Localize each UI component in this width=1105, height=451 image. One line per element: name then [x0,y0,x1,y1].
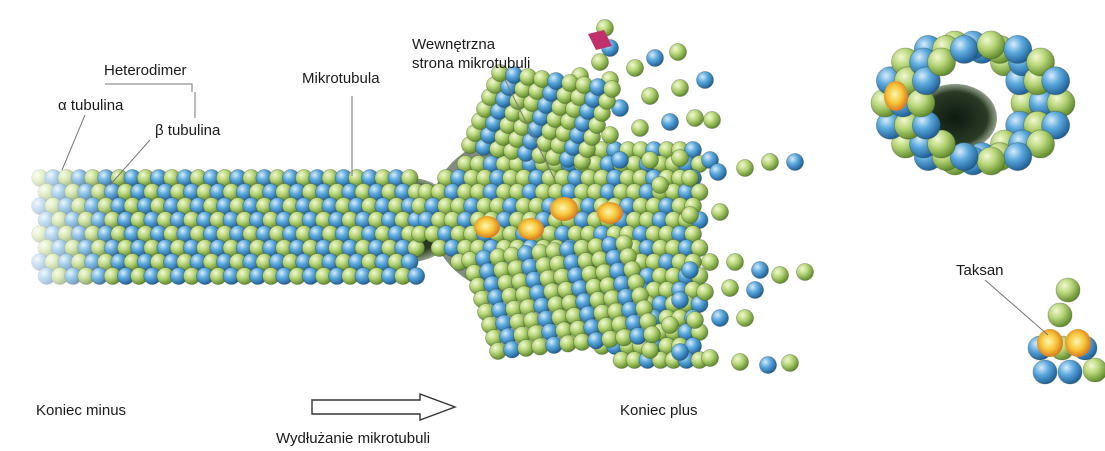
beta-tubulin-subunit [672,344,689,361]
elongation-label: Wydłużanie mikrotubuli [276,430,430,448]
plus-end-label: Koniec plus [620,402,698,420]
alpha-tubulin-subunit [702,254,719,271]
alpha-tubulin-subunit [732,354,749,371]
alpha-tubulin-subunit [672,80,689,97]
alpha-tubulin-subunit [627,60,644,77]
alpha-tubulin-subunit [722,280,739,297]
alpha-tubulin-subunit [1056,278,1080,302]
alpha-tubulin-subunit [682,207,699,224]
inner-side-label-line1: Wewnętrzna [412,36,495,54]
alpha-tubulin-label: α tubulina [58,97,123,115]
alpha-tubulin-subunit [797,264,814,281]
alpha-tubulin-subunit [642,342,659,359]
beta-tubulin-subunit [710,164,727,181]
beta-tubulin-subunit [712,310,729,327]
beta-tubulin-label: β tubulina [155,122,220,140]
alpha-tubulin-subunit [642,152,659,169]
alpha-tubulin-subunit [642,88,659,105]
alpha-tubulin-subunit [687,312,704,329]
beta-tubulin-subunit [1058,360,1082,384]
alpha-tubulin-subunit [704,112,721,129]
alpha-tubulin-subunit [1048,303,1072,327]
alpha-tubulin-subunit [604,81,621,98]
beta-tubulin-subunit [1042,67,1070,95]
elongation-arrow [312,394,455,420]
alpha-tubulin-subunit [772,267,789,284]
alpha-tubulin-subunit [702,350,719,367]
alpha-tubulin-subunit [712,204,729,221]
beta-tubulin-subunit [408,268,425,285]
alpha-tubulin-subunit [1083,358,1105,382]
alpha-tubulin-subunit [662,317,679,334]
microtubule-label: Mikrotubula [302,70,380,88]
beta-tubulin-subunit [697,72,714,89]
alpha-tubulin-subunit [672,150,689,167]
alpha-tubulin-subunit [727,254,744,271]
beta-tubulin-subunit [787,154,804,171]
beta-tubulin-subunit [747,282,764,299]
beta-tubulin-subunit [760,357,777,374]
beta-tubulin-subunit [647,50,664,67]
alpha-tubulin-subunit [782,355,799,372]
alpha-tubulin-subunit [592,54,609,71]
alpha-tubulin-subunit [737,160,754,177]
alpha-tubulin-subunit [632,120,649,137]
beta-tubulin-subunit [1033,360,1057,384]
beta-tubulin-subunit [752,262,769,279]
beta-tubulin-subunit [612,152,629,169]
alpha-tubulin-subunit [977,147,1005,175]
minus-end-label: Koniec minus [36,402,126,420]
alpha-tubulin-subunit [652,177,669,194]
beta-tubulin-subunit [662,114,679,131]
alpha-tubulin-subunit [737,310,754,327]
beta-tubulin-subunit [672,292,689,309]
heterodimer-label: Heterodimer [104,62,187,80]
beta-tubulin-subunit [1004,143,1032,171]
alpha-tubulin-subunit [697,284,714,301]
minus-end-fade [0,150,120,290]
beta-tubulin-subunit [950,35,978,63]
alpha-tubulin-subunit [644,326,661,343]
alpha-tubulin-subunit [682,170,699,187]
alpha-tubulin-subunit [762,154,779,171]
alpha-tubulin-subunit [670,44,687,61]
inner-side-label-line2: strona mikrotubuli [412,55,530,73]
alpha-tubulin-subunit [687,110,704,127]
taxane-binding-detail [1028,278,1105,384]
taxane-label: Taksan [956,262,1004,280]
beta-tubulin-subunit [682,262,699,279]
alpha-tubulin-subunit [977,31,1005,59]
